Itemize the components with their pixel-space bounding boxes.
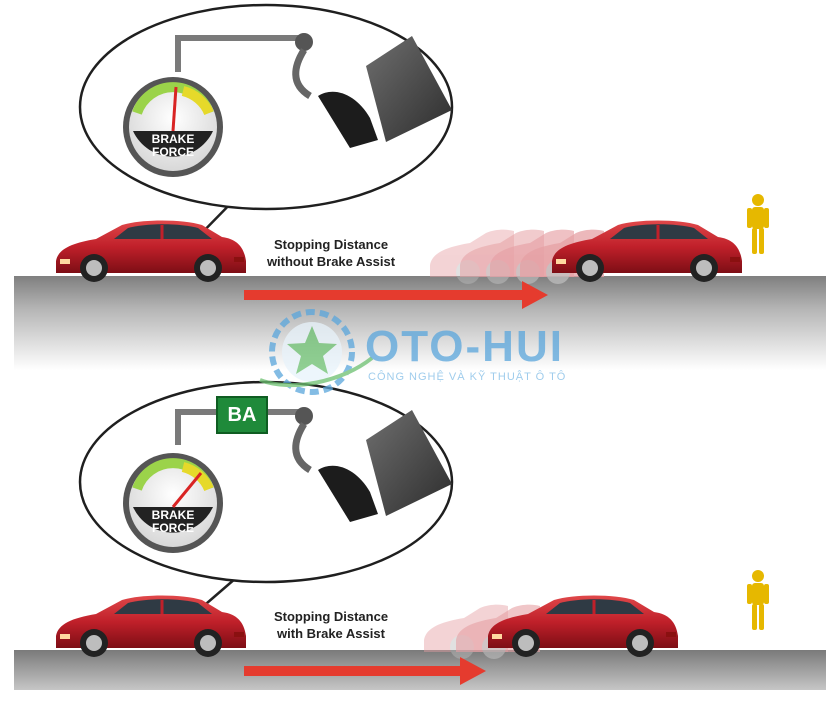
brake-gauge-top (123, 77, 223, 177)
watermark-subtitle: CÔNG NGHỆ VÀ KỸ THUẬT Ô TÔ (368, 371, 566, 383)
car-start-top (56, 221, 246, 283)
dummy-top (747, 194, 769, 254)
car-stop-top (552, 221, 742, 283)
gauge-text-bottom: BRAKE FORCE (143, 509, 203, 535)
ba-badge: BA (216, 396, 268, 434)
label-bottom-line2: with Brake Assist (246, 625, 416, 642)
gauge-text-top: BRAKE FORCE (143, 133, 203, 159)
bottom-panel (14, 382, 826, 690)
gauge-text-top-line2: FORCE (143, 146, 203, 159)
label-top-line2: without Brake Assist (246, 253, 416, 270)
brake-gauge-bottom (123, 453, 223, 553)
watermark: OTO-HUI CÔNG NGHỆ VÀ KỸ THUẬT Ô TÔ (262, 308, 602, 398)
ba-badge-text: BA (228, 404, 257, 426)
label-top-line1: Stopping Distance (246, 236, 416, 253)
watermark-name: OTO-HUI (365, 322, 564, 372)
label-bottom-line1: Stopping Distance (246, 608, 416, 625)
dummy-bottom (747, 570, 769, 630)
car-stop-bottom (488, 596, 678, 658)
label-bottom: Stopping Distance with Brake Assist (246, 608, 416, 642)
gauge-text-bottom-line2: FORCE (143, 522, 203, 535)
car-start-bottom (56, 596, 246, 658)
label-top: Stopping Distance without Brake Assist (246, 236, 416, 270)
